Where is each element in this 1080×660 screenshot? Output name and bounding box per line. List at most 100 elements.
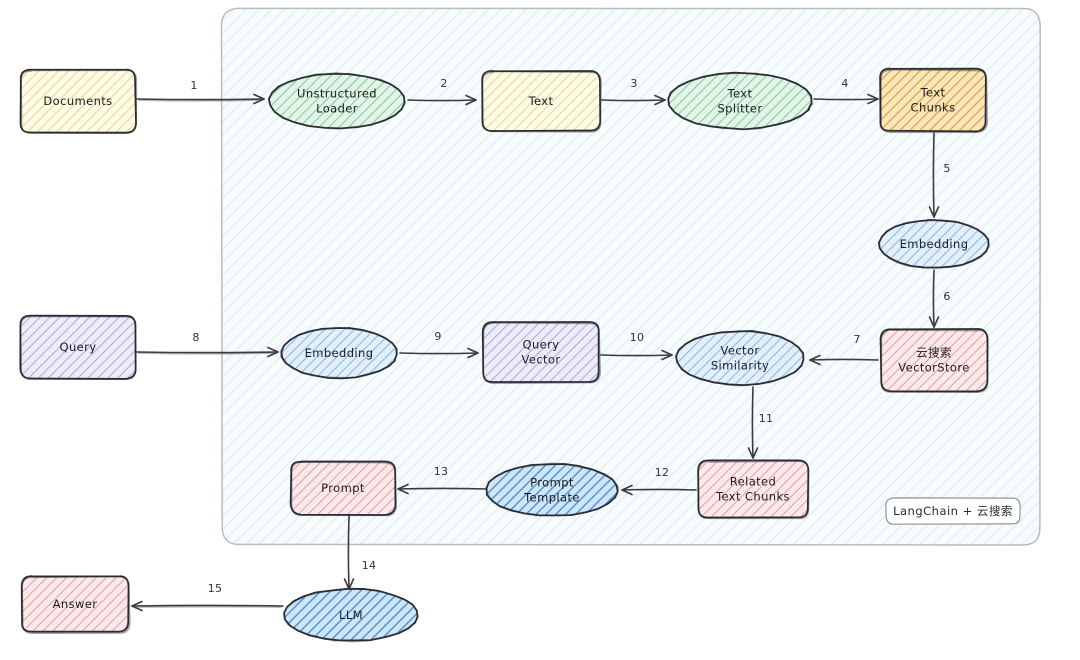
node-answer[interactable]: Answer: [20, 575, 131, 635]
node-outline: [481, 69, 602, 132]
edge-line: [813, 98, 879, 101]
arrowhead: [928, 206, 940, 218]
arrowhead: [867, 93, 879, 105]
edge-line: [600, 354, 673, 357]
arrowhead: [747, 447, 759, 459]
edge-label: 11: [759, 412, 774, 425]
node-label: Embedding: [305, 346, 374, 360]
edge-line: [621, 488, 697, 491]
badge-text: LangChain + 云搜索: [893, 504, 1013, 518]
edge-label: 12: [655, 466, 670, 479]
edge-label: 7: [853, 333, 860, 346]
edge-line: [136, 351, 279, 354]
node-outline-2: [482, 321, 601, 385]
edge-line: [601, 99, 666, 102]
node-shape: [486, 464, 618, 516]
node-query[interactable]: Query: [19, 314, 137, 380]
arrowhead: [928, 316, 940, 328]
edge-e10: 10: [600, 331, 673, 361]
arrowhead: [621, 484, 633, 496]
arrowhead: [465, 94, 477, 106]
arrowhead: [397, 483, 409, 495]
edge-line: [932, 269, 935, 328]
node-label: Query: [60, 340, 97, 354]
arrowhead: [253, 93, 265, 105]
node-shape: [20, 315, 136, 379]
node-shape: [676, 331, 804, 385]
node-outline: [20, 575, 130, 633]
edge-line: [932, 132, 935, 218]
node-prompt[interactable]: Prompt: [289, 460, 398, 517]
edge-e12: 12: [621, 466, 697, 496]
node-outline-2: [19, 315, 137, 380]
node-outline-2: [697, 460, 810, 520]
edge-label: 3: [630, 77, 637, 90]
node-outline: [481, 321, 600, 383]
edge-e2: 2: [407, 77, 477, 106]
edge-line: [399, 352, 479, 355]
node-outline-2: [290, 461, 398, 517]
edge-e5: 5: [928, 132, 950, 218]
badge-layer: LangChain + 云搜索: [885, 497, 1021, 525]
node-outline-2: [878, 219, 990, 269]
node-shape: [20, 69, 136, 133]
node-llm[interactable]: LLM: [283, 587, 419, 643]
edge-label: 2: [440, 77, 447, 90]
arrowhead: [267, 346, 279, 358]
node-shape: [879, 220, 989, 268]
node-outline-2: [667, 72, 813, 131]
node-shape: [698, 460, 808, 518]
node-outline: [667, 71, 813, 131]
node-label: LLM: [339, 608, 363, 622]
edge-e4: 4: [813, 77, 879, 105]
node-shape: [281, 328, 397, 378]
node-outline: [878, 218, 990, 269]
arrowhead: [467, 347, 479, 359]
badge-bg: [886, 498, 1020, 524]
node-embed1[interactable]: Embedding: [878, 218, 990, 269]
node-shape: [269, 73, 405, 129]
arrowhead: [661, 349, 673, 361]
edge-label: 15: [208, 582, 223, 595]
node-shape: [880, 69, 986, 131]
node-outline: [879, 67, 987, 133]
edge-line-2: [138, 352, 273, 355]
node-outline-2: [267, 71, 406, 130]
edge-label: 5: [943, 162, 950, 175]
edge-line: [751, 386, 754, 459]
pipeline-container: [220, 7, 1041, 546]
node-documents[interactable]: Documents: [19, 68, 138, 135]
node-outline-2: [880, 328, 989, 393]
edge-line: [131, 604, 284, 607]
node-text[interactable]: Text: [481, 69, 602, 133]
edge-e15: 15: [131, 582, 284, 612]
node-label: Text: [528, 94, 554, 108]
badge-outline: [885, 497, 1021, 525]
edge-label: 13: [434, 465, 449, 478]
tech-stack-badge: LangChain + 云搜索: [885, 497, 1021, 525]
node-outline-2: [279, 326, 399, 379]
arrowhead: [654, 94, 666, 106]
node-outline: [283, 588, 419, 642]
node-outline: [485, 463, 619, 517]
node-embed2[interactable]: Embedding: [279, 326, 399, 380]
node-outline-2: [675, 330, 805, 387]
edge-e3: 3: [601, 77, 666, 106]
node-outline: [268, 73, 406, 130]
edge-e9: 9: [399, 330, 479, 359]
edge-line: [407, 99, 477, 102]
